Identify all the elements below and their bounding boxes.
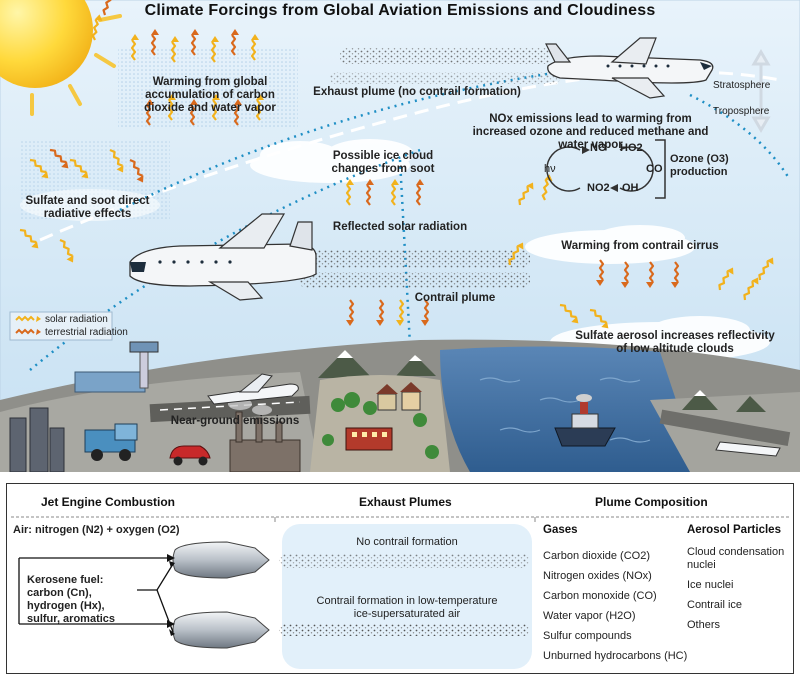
chem-no: NO xyxy=(590,142,607,154)
label-nox: NOx emissions lead to warming from incre… xyxy=(472,113,709,151)
contrail-formation-label: Contrail formation in low-temperature ic… xyxy=(316,595,498,620)
gas-item: Carbon monoxide (CO) xyxy=(543,590,657,602)
aerosol-list: Cloud condensation nuclei Ice nuclei Con… xyxy=(687,546,787,632)
label-sulfate-aerosol: Sulfate aerosol increases reflectivity o… xyxy=(575,330,775,355)
chem-hv: hν xyxy=(544,163,556,175)
diagram-panel: Climate Forcings from Global Aviation Em… xyxy=(0,0,800,472)
factory-icon xyxy=(229,411,301,472)
chem-oh: OH xyxy=(622,182,639,194)
label-sulfate-soot: Sulfate and soot direct radiative effect… xyxy=(25,195,150,220)
sun-icon xyxy=(0,0,122,116)
aerosol-item: Ice nuclei xyxy=(687,579,734,591)
chem-ho2: HO2 xyxy=(620,142,643,154)
label-contrail-plume: Contrail plume xyxy=(414,292,496,304)
label-reflected: Reflected solar radiation xyxy=(332,221,468,233)
gas-item: Unburned hydrocarbons (HC) xyxy=(543,650,688,662)
gases-list: Carbon dioxide (CO2) Nitrogen oxides (NO… xyxy=(543,546,687,666)
engine-upper-icon xyxy=(172,541,270,579)
ship-icon xyxy=(554,394,616,447)
air-label: Air: nitrogen (N2) + oxygen (O2) xyxy=(13,524,180,536)
chem-co: CO xyxy=(646,163,663,175)
label-exhaust-no-contrail: Exhaust plume (no contrail formation) xyxy=(313,86,521,98)
legend-terrestrial: terrestrial radiation xyxy=(45,327,128,338)
gases-header: Gases xyxy=(543,524,578,536)
airplane-right-ground-icon xyxy=(715,441,781,457)
truck-icon xyxy=(84,423,138,461)
airplane-ground-icon xyxy=(207,373,299,405)
header-exhaust-plumes: Exhaust Plumes xyxy=(359,495,452,509)
label-stratosphere: Stratosphere xyxy=(713,80,771,91)
airplane-upper-icon xyxy=(545,37,714,99)
combustion-illustration xyxy=(11,516,789,669)
diagram-title: Climate Forcings from Global Aviation Em… xyxy=(144,2,656,19)
gas-item: Nitrogen oxides (NOx) xyxy=(543,570,652,582)
aerosol-item: Contrail ice xyxy=(687,599,743,611)
airplane-mid-icon xyxy=(129,213,317,301)
village xyxy=(310,375,450,472)
header-plume-composition: Plume Composition xyxy=(595,495,708,509)
header-jet-engine: Jet Engine Combustion xyxy=(41,495,176,509)
gas-item: Sulfur compounds xyxy=(543,630,632,642)
chem-no2: NO2 xyxy=(587,182,610,194)
diagram-illustration xyxy=(0,0,800,472)
label-near-ground: Near-ground emissions xyxy=(170,415,300,427)
no-contrail-label: No contrail formation xyxy=(356,536,458,548)
label-troposphere: Troposphere xyxy=(713,106,770,117)
gas-item: Water vapor (H2O) xyxy=(543,610,636,622)
combustion-panel: Jet Engine Combustion Exhaust Plumes Plu… xyxy=(6,483,794,674)
label-contrail-cirrus: Warming from contrail cirrus xyxy=(561,240,719,252)
kerosene-label: Kerosene fuel: carbon (Cn), hydrogen (Hx… xyxy=(27,574,116,625)
chem-ozone: Ozone (O3) production xyxy=(670,153,729,178)
label-warming-co2: Warming from global accumulation of carb… xyxy=(144,76,276,114)
mountains xyxy=(318,350,766,412)
aerosol-header: Aerosol Particles xyxy=(687,524,781,536)
label-ice-cloud: Possible ice cloud changes from soot xyxy=(331,150,435,175)
sea xyxy=(440,346,700,472)
car-icon xyxy=(169,445,211,466)
engine-lower-icon xyxy=(172,611,270,649)
gas-item: Carbon dioxide (CO2) xyxy=(543,550,650,562)
legend-solar: solar radiation xyxy=(45,314,108,325)
aerosol-item: Others xyxy=(687,619,721,631)
aerosol-item: Cloud condensation nuclei xyxy=(687,546,785,571)
